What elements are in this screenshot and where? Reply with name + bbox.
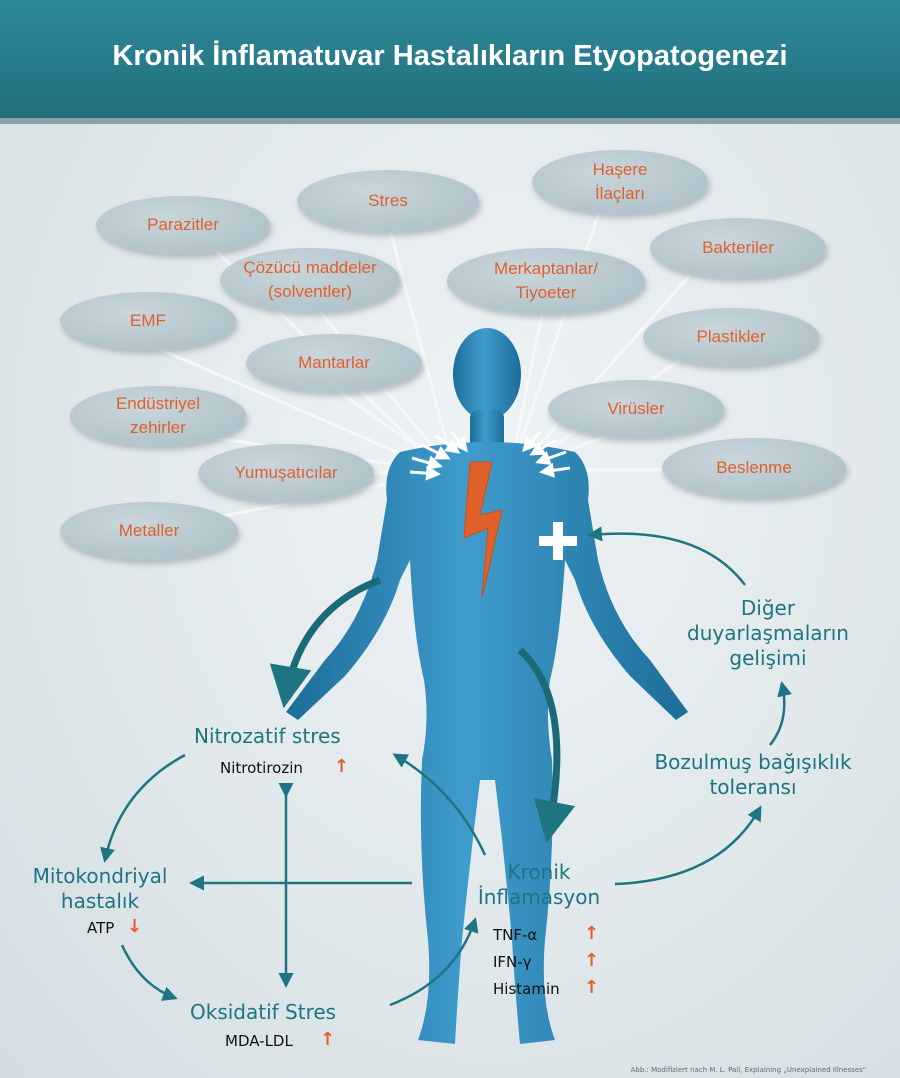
decrease-arrow-icon: ↓ — [127, 916, 143, 937]
node-mitokondriyal: Mitokondriyal hastalık — [32, 864, 168, 913]
plus-icon — [539, 522, 577, 560]
increase-arrow-icon: ↑ — [584, 977, 600, 998]
node-ifn-gamma: IFN-γ — [493, 953, 532, 971]
cause-label: Yumuşatıcılar — [234, 463, 338, 482]
cause-oval-hasere: Haşere İlaçları — [532, 150, 708, 214]
cause-label: Beslenme — [716, 458, 792, 477]
increase-arrow-icon: ↑ — [584, 950, 600, 971]
cause-oval-parazitler: Parazitler — [96, 196, 270, 254]
cause-oval-stres: Stres — [297, 170, 479, 232]
cause-oval-endustriyel: Endüstriyel zehirler — [70, 386, 246, 446]
cause-oval-metaller: Metaller — [60, 502, 238, 560]
increase-arrow-icon: ↑ — [584, 923, 600, 944]
title-banner — [0, 0, 900, 118]
source-credit: Abb.: Modifiziert nach M. L. Pall, Expla… — [630, 1066, 866, 1074]
node-oksidatif-stres: Oksidatif Stres — [190, 1000, 337, 1024]
node-nitrotirozin: Nitrotirozin — [220, 759, 303, 777]
body-sweep-arrows — [269, 576, 576, 844]
cause-label: Stres — [368, 191, 408, 210]
increase-arrow-icon: ↑ — [320, 1029, 336, 1050]
cause-label: Çözücü maddeler (solventler) — [243, 258, 377, 301]
cause-oval-virusler: Virüsler — [548, 380, 724, 438]
cause-label: Endüstriyel zehirler — [115, 394, 201, 437]
cause-oval-merkaptanlar: Merkaptanlar/ Tiyoeter — [447, 248, 645, 314]
cause-label: Metaller — [118, 521, 180, 540]
node-histamin: Histamin — [493, 980, 560, 998]
node-nitrozatif-stres: Nitrozatif stres — [194, 724, 341, 748]
cause-label: Merkaptanlar/ Tiyoeter — [494, 259, 598, 302]
node-kronik-inflamasyon: Kronik İnflamasyon — [477, 860, 601, 909]
cause-label: Plastikler — [696, 327, 766, 346]
human-figure — [286, 328, 688, 1044]
node-bozulmus-tolerans: Bozulmuş bağışıklık toleransı — [654, 750, 852, 799]
cause-label: Parazitler — [147, 215, 219, 234]
page-title: Kronik İnflamatuvar Hastalıkların Etyopa… — [112, 40, 788, 72]
increase-arrow-icon: ↑ — [334, 756, 350, 777]
cause-label: Mantarlar — [298, 353, 370, 372]
node-atp: ATP — [87, 919, 115, 937]
node-diger-duyarlasmalar: Diğer duyarlaşmaların gelişimi — [687, 596, 849, 670]
cause-oval-mantarlar: Mantarlar — [246, 334, 422, 392]
cause-oval-cozucu: Çözücü maddeler (solventler) — [220, 248, 400, 312]
cause-oval-bakteriler: Bakteriler — [650, 218, 826, 278]
node-mda-ldl: MDA-LDL — [225, 1032, 293, 1050]
cause-oval-plastikler: Plastikler — [643, 308, 819, 366]
node-tnf-alpha: TNF-α — [493, 926, 538, 944]
cause-oval-yumusaticilar: Yumuşatıcılar — [198, 444, 374, 502]
cause-label: EMF — [130, 311, 166, 330]
lightning-bolt-icon — [463, 461, 503, 599]
cause-oval-beslenme: Beslenme — [662, 438, 846, 498]
pathway-arrows — [100, 526, 792, 1007]
cause-label: Bakteriler — [702, 238, 774, 257]
cause-label: Haşere İlaçları — [592, 160, 648, 203]
chest-impact-arrows — [409, 431, 571, 481]
title-banner-rule — [0, 118, 900, 124]
cause-oval-emf: EMF — [60, 292, 236, 350]
cause-label: Virüsler — [607, 399, 665, 418]
